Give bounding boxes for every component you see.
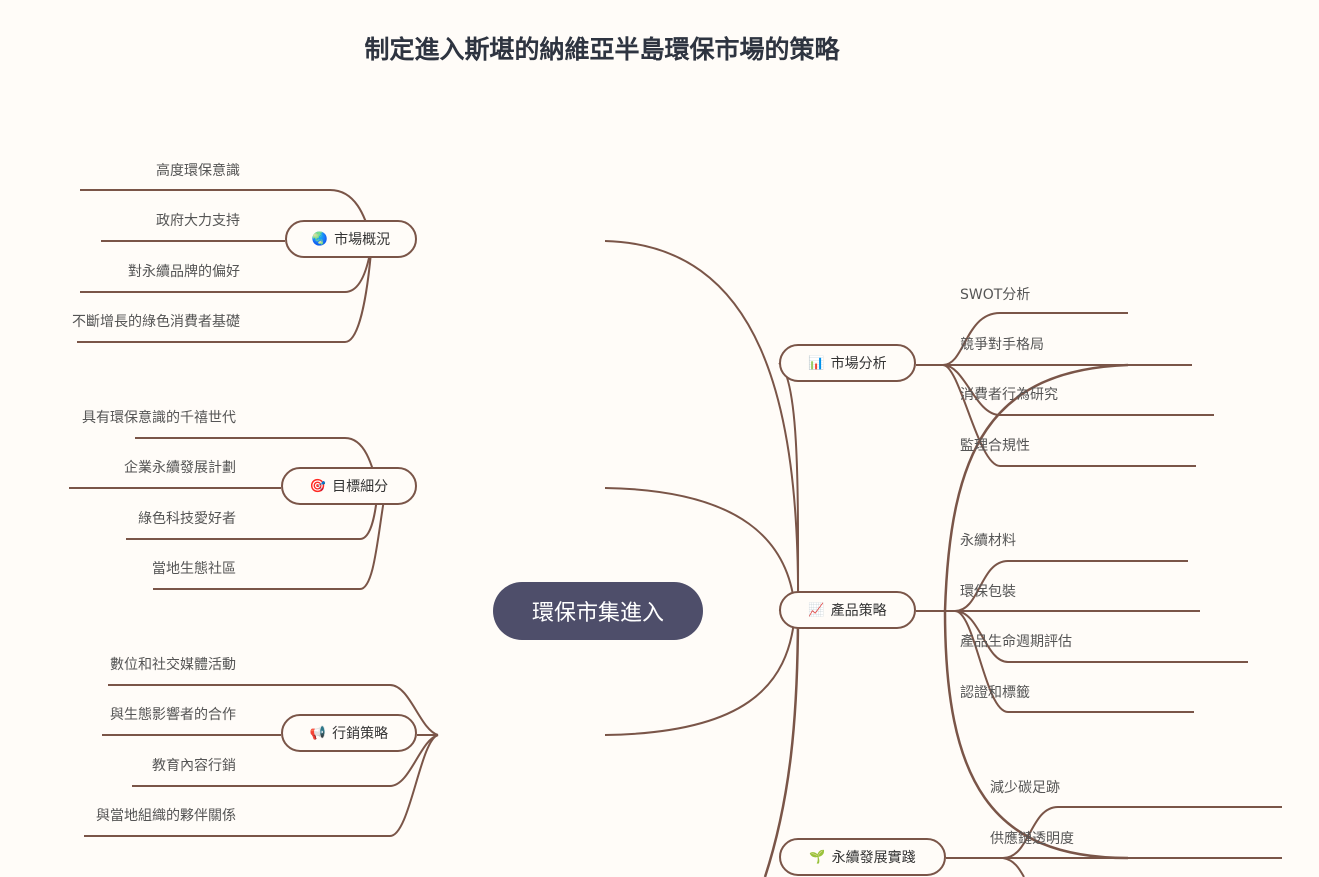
branch-label: 行銷策略 — [332, 726, 389, 742]
seedling-icon: 🌱 — [809, 849, 826, 865]
leaf-label[interactable]: 教育內容行銷 — [152, 758, 236, 774]
leaf-label[interactable]: 高度環保意識 — [156, 163, 240, 179]
branch-market-analysis[interactable]: 📊 市場分析 — [779, 344, 916, 382]
leaf-label[interactable]: 具有環保意識的千禧世代 — [82, 410, 236, 426]
trend-chart-icon: 📈 — [808, 602, 825, 618]
leaf-label[interactable]: 環保包裝 — [960, 584, 1016, 600]
branch-market-overview[interactable]: 🌏 市場概況 — [285, 220, 417, 258]
leaf-label[interactable]: 不斷增長的綠色消費者基礎 — [72, 314, 240, 330]
leaf-label[interactable]: 供應鏈透明度 — [990, 831, 1074, 847]
leaf-label[interactable]: 減少碳足跡 — [990, 780, 1060, 796]
leaf-label[interactable]: 數位和社交媒體活動 — [110, 657, 236, 673]
leaf-label[interactable]: 對永續品牌的偏好 — [128, 264, 240, 280]
branch-label: 市場分析 — [830, 356, 887, 372]
page-title: 制定進入斯堪的納維亞半島環保市場的策略 — [364, 35, 840, 64]
leaf-label[interactable]: 產品生命週期評估 — [960, 634, 1072, 650]
leaf-label[interactable]: 監理合規性 — [960, 438, 1030, 454]
branch-product-strategy[interactable]: 📈 產品策略 — [779, 591, 916, 629]
leaf-label[interactable]: 消費者行為研究 — [960, 387, 1058, 403]
branch-label: 目標細分 — [332, 479, 389, 495]
bar-chart-icon: 📊 — [808, 355, 825, 371]
leaf-label[interactable]: 與當地組織的夥伴關係 — [96, 808, 236, 824]
leaf-label[interactable]: 與生態影響者的合作 — [110, 707, 236, 723]
leaf-label[interactable]: 競爭對手格局 — [960, 337, 1044, 353]
leaf-label[interactable]: 企業永續發展計劃 — [124, 460, 236, 476]
branch-target-segments[interactable]: 🎯 目標細分 — [281, 467, 417, 505]
branch-sustainability[interactable]: 🌱 永續發展實踐 — [779, 838, 946, 876]
globe-icon: 🌏 — [311, 231, 329, 247]
branch-label: 市場概況 — [334, 232, 391, 248]
branch-label: 永續發展實踐 — [831, 850, 916, 866]
leaf-label[interactable]: 政府大力支持 — [156, 213, 240, 229]
leaf-label[interactable]: 永續材料 — [960, 533, 1016, 549]
branch-label: 產品策略 — [830, 603, 887, 619]
megaphone-icon: 📢 — [309, 725, 327, 741]
leaf-label[interactable]: 綠色科技愛好者 — [138, 511, 236, 527]
leaf-label[interactable]: SWOT分析 — [960, 287, 1031, 303]
branch-marketing[interactable]: 📢 行銷策略 — [281, 714, 417, 752]
leaf-label[interactable]: 認證和標籤 — [960, 685, 1030, 701]
target-icon: 🎯 — [309, 478, 327, 494]
root-node[interactable]: 環保市集進入 — [493, 582, 703, 640]
leaf-label[interactable]: 當地生態社區 — [152, 561, 236, 577]
